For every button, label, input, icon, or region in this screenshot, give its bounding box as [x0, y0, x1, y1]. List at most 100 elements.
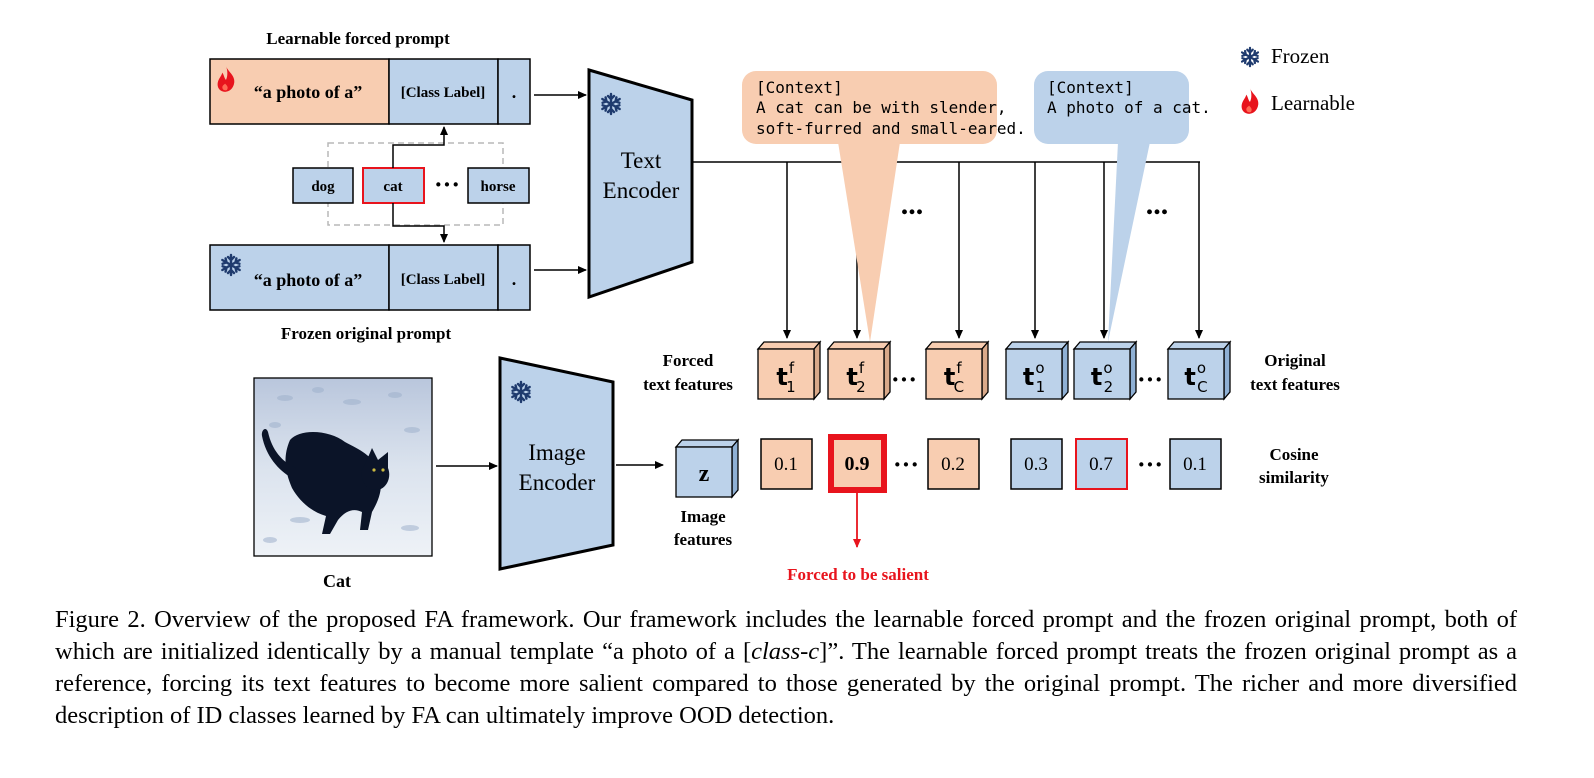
similarity-value-original-1: 0.3 — [1024, 454, 1048, 475]
class-label-dog: dog — [311, 179, 335, 195]
svg-text:tfC: tfC — [944, 359, 964, 396]
forced-features-label-line1: Forced — [663, 351, 714, 370]
class-box-dog — [292, 167, 354, 204]
tf1-base: t — [776, 363, 787, 391]
tfc-sub: C — [954, 378, 964, 396]
text-encoder-label-line2: Encoder — [603, 178, 680, 203]
forced-features-ellipsis: ··· — [891, 365, 917, 394]
context-forced-line2: soft-furred and small-eared. — [756, 119, 1026, 138]
forced-prompt: “a photo of a” [Class Label] . — [209, 58, 531, 125]
legend-learnable-label: Learnable — [1271, 91, 1355, 115]
to2-base: t — [1091, 363, 1102, 391]
similarity-box-original-c — [1169, 438, 1222, 490]
original-prompt: “a photo of a” [Class Label] . — [209, 244, 531, 311]
original-prompt-period: . — [512, 269, 517, 289]
image-feature-symbol: z — [699, 461, 710, 487]
tf2-sup: f — [859, 359, 865, 377]
similarity-value-original-2: 0.7 — [1089, 454, 1113, 475]
original-prompt-class-label: [Class Label] — [401, 272, 486, 288]
image-encoder-label-line2: Encoder — [519, 470, 596, 495]
context-forced-line1: A cat can be with slender, — [756, 98, 1006, 117]
forced-prompt-context-box — [209, 58, 390, 125]
similarity-label-line1: Cosine — [1269, 445, 1319, 464]
context-bubble-original-tail — [1108, 142, 1150, 342]
tf2-sub: 2 — [856, 378, 866, 396]
forced-features-label-line2: text features — [643, 375, 733, 394]
salient-label: Forced to be salient — [787, 565, 929, 584]
cat-tail — [261, 429, 296, 478]
tf1-sup: f — [789, 359, 795, 377]
class-selector: dog cat ··· horse — [292, 126, 530, 243]
image-features-label-line1: Image — [680, 507, 726, 526]
flame-icon — [1241, 88, 1259, 114]
tf1-sub: 1 — [786, 378, 796, 396]
arrow-cat-to-original — [392, 203, 448, 243]
context-original-header: [Context] — [1047, 78, 1134, 97]
image-features-label-line2: features — [674, 530, 733, 549]
text-encoder-label-line1: Text — [621, 148, 662, 173]
svg-text:to1: to1 — [1023, 359, 1045, 396]
tfc-base: t — [944, 363, 955, 391]
arrow-cat-to-forced — [392, 126, 448, 168]
similarity-original-ellipsis: ··· — [1137, 450, 1163, 479]
bus-ellipsis-original: ... — [1146, 188, 1169, 221]
to1-base: t — [1023, 363, 1034, 391]
original-features-label-line1: Original — [1264, 351, 1326, 370]
snowflake-icon — [1240, 46, 1260, 68]
svg-text:toC: toC — [1184, 359, 1207, 396]
original-prompt-title: Frozen original prompt — [281, 324, 452, 343]
caption-part-2: ]”. The learnable forced prompt treats t… — [55, 638, 1517, 729]
similarity-value-forced-1: 0.1 — [774, 454, 798, 475]
cat-image-label: Cat — [323, 571, 351, 591]
context-bubble-forced-tail — [838, 142, 900, 342]
original-prompt-period-box — [497, 244, 531, 311]
context-bubble-forced-body — [742, 71, 997, 144]
to2-sup: o — [1103, 359, 1112, 377]
context-forced-header: [Context] — [756, 78, 843, 97]
similarity-box-forced-2 — [828, 434, 887, 493]
image-encoder-shape — [498, 356, 615, 571]
similarity-box-original-2 — [1075, 438, 1128, 490]
class-box-horse — [467, 167, 530, 204]
similarity-box-forced-c — [927, 438, 980, 490]
text-encoder: Text Encoder — [587, 68, 694, 300]
image-encoder: Image Encoder — [498, 356, 615, 571]
caption-part-1: Figure 2. Overview of the proposed FA fr… — [55, 606, 1517, 665]
forced-prompt-title: Learnable forced prompt — [266, 29, 450, 48]
similarity-original: 0.3 0.7 ··· 0.1 — [1010, 438, 1222, 490]
similarity-value-forced-2: 0.9 — [845, 453, 870, 475]
toc-sub: C — [1197, 378, 1207, 396]
svg-text:tf1: tf1 — [776, 359, 795, 396]
svg-text:to2: to2 — [1091, 359, 1113, 396]
context-bubble-original-body — [1034, 71, 1189, 144]
tfc-sup: f — [956, 359, 962, 377]
class-ellipsis: ··· — [434, 170, 460, 199]
image-encoder-label-line1: Image — [528, 440, 585, 465]
forced-prompt-period-box — [497, 58, 531, 125]
forced-prompt-text: “a photo of a” — [254, 82, 363, 102]
cat-head — [361, 448, 390, 490]
forced-prompt-class-box — [388, 58, 499, 125]
caption-italic: class-c — [751, 638, 820, 665]
to2-sub: 2 — [1104, 378, 1114, 396]
image-feature-cube: z — [674, 438, 740, 499]
to1-sup: o — [1035, 359, 1044, 377]
cat-image — [253, 377, 433, 557]
similarity-box-forced-1 — [760, 438, 813, 490]
toc-sup: o — [1197, 359, 1206, 377]
original-features-ellipsis: ··· — [1137, 365, 1163, 394]
fa-framework-diagram: Frozen Learnable Learnable forced prompt… — [209, 29, 1355, 591]
similarity-forced: 0.1 0.9 ··· 0.2 — [760, 434, 980, 493]
legend: Frozen Learnable — [1240, 44, 1355, 115]
to1-sub: 1 — [1036, 378, 1046, 396]
tf2-base: t — [846, 363, 857, 391]
similarity-box-original-1 — [1010, 438, 1063, 490]
bus-ellipsis-forced: ... — [901, 188, 924, 221]
forced-prompt-class-label: [Class Label] — [401, 85, 486, 101]
similarity-forced-ellipsis: ··· — [893, 450, 919, 479]
